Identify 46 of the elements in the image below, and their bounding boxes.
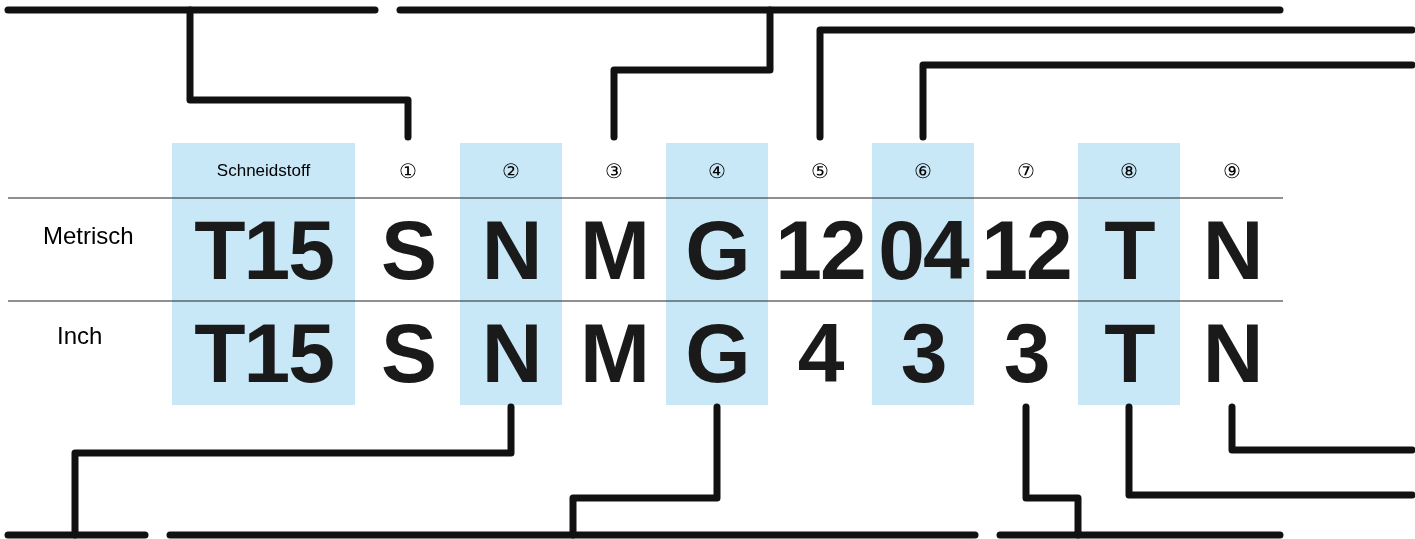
code-character: 12 xyxy=(981,201,1071,299)
code-character: 4 xyxy=(797,304,843,402)
code-character: S xyxy=(381,304,435,402)
leader-line xyxy=(186,6,412,141)
code-character: N xyxy=(481,304,541,402)
leader-line xyxy=(1125,403,1415,499)
column-header: ⑧ xyxy=(1120,158,1138,184)
code-character: S xyxy=(381,201,435,299)
code-character: 3 xyxy=(900,304,946,402)
column-header: ⑥ xyxy=(914,158,932,184)
code-character: G xyxy=(685,304,749,402)
highlighted-column xyxy=(872,143,974,405)
column-header: ① xyxy=(399,158,417,184)
code-character: T15 xyxy=(194,304,333,402)
leader-line xyxy=(816,26,1415,141)
code-character: M xyxy=(580,201,648,299)
leader-line xyxy=(919,61,1415,141)
code-character: 04 xyxy=(878,201,968,299)
highlighted-column xyxy=(1078,143,1180,405)
column-header: ② xyxy=(502,158,520,184)
leader-line xyxy=(610,6,774,141)
code-character: T xyxy=(1104,201,1154,299)
leader-line xyxy=(569,403,721,539)
column-header: ⑦ xyxy=(1017,158,1035,184)
highlighted-column xyxy=(172,143,355,405)
row-label: Metrisch xyxy=(43,222,134,250)
code-character: N xyxy=(1202,304,1262,402)
leader-line xyxy=(1228,403,1415,454)
code-character: N xyxy=(1202,201,1262,299)
leader-line xyxy=(71,403,515,539)
row-label: Inch xyxy=(57,322,103,350)
code-character: T15 xyxy=(194,201,333,299)
column-header: ⑨ xyxy=(1223,158,1241,184)
code-character: M xyxy=(580,304,648,402)
code-character: 3 xyxy=(1003,304,1049,402)
column-header: Schneidstoff xyxy=(216,159,311,182)
column-header: ③ xyxy=(605,158,623,184)
leader-line xyxy=(1022,403,1082,539)
code-character: N xyxy=(481,201,541,299)
column-header: ④ xyxy=(708,158,726,184)
highlighted-column xyxy=(460,143,562,405)
column-header: ⑤ xyxy=(811,158,829,184)
code-character: G xyxy=(685,201,749,299)
code-character: 12 xyxy=(775,201,865,299)
highlighted-column xyxy=(666,143,768,405)
code-character: T xyxy=(1104,304,1154,402)
